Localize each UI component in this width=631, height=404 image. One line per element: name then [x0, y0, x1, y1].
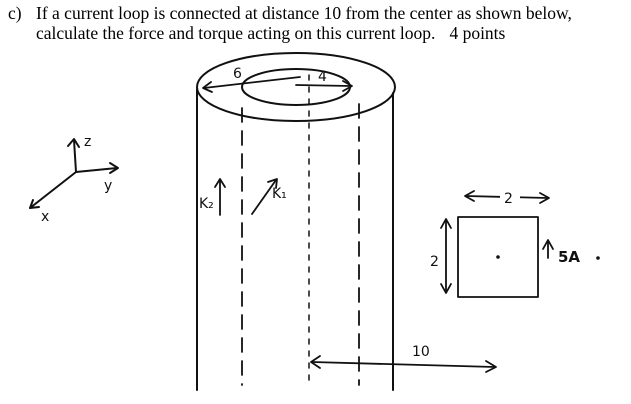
- points-value: 4 points: [449, 23, 506, 43]
- k2-label: K₂: [199, 196, 214, 212]
- loop-width-label-bg: [500, 186, 520, 206]
- x-axis-arrowhead: [29, 199, 40, 209]
- y-axis-label: y: [104, 178, 112, 194]
- z-axis-arrowhead: [67, 138, 80, 148]
- distance-label: 10: [412, 344, 430, 360]
- diameter-dimensions: 6 4: [202, 66, 353, 93]
- current-loop: 2 2 5A: [430, 186, 600, 298]
- question-line-2: calculate the force and torque acting on…: [36, 22, 505, 44]
- loop-width-arrowhead-right: [539, 192, 550, 204]
- z-axis: [73, 139, 77, 173]
- k1-label: K₁: [272, 186, 287, 202]
- k2-arrowhead: [214, 178, 226, 188]
- k1-arrowhead: [267, 178, 278, 189]
- y-axis-arrowhead: [109, 162, 119, 174]
- question-line-1: c) If a current loop is connected at dist…: [8, 2, 572, 24]
- inner-ellipse: [241, 68, 351, 106]
- surface-currents: K₂ K₁: [199, 178, 287, 216]
- distance-arrowhead-left: [310, 355, 321, 369]
- cylinder: [196, 52, 396, 391]
- loop-current-label: 5A: [558, 248, 580, 266]
- loop-height-label-bg: [430, 250, 444, 270]
- loop-height-arrowhead-top: [440, 218, 452, 229]
- loop-height-arrowhead-bottom: [440, 283, 452, 294]
- distance-dimension: 10: [310, 344, 497, 373]
- outer-diameter-arrowhead: [202, 81, 213, 93]
- z-axis-label: z: [84, 134, 91, 150]
- loop-width-label: 2: [504, 191, 513, 207]
- current-loop-center-dot: [496, 255, 500, 259]
- loop-current-dot: [596, 256, 600, 260]
- x-axis-label: x: [41, 209, 49, 225]
- coordinate-axes: z y x: [29, 134, 119, 225]
- k1-arrow: [251, 179, 277, 215]
- outer-diameter-arrow: [203, 76, 301, 89]
- question-label: c): [8, 3, 22, 23]
- inner-diameter-label: 4: [318, 69, 327, 85]
- outer-ellipse: [196, 52, 396, 122]
- loop-current-arrowhead: [542, 239, 554, 250]
- current-loop-square: [457, 216, 539, 298]
- inner-diameter-arrow: [295, 84, 352, 87]
- distance-arrowhead-right: [485, 360, 497, 373]
- outer-diameter-label: 6: [233, 66, 242, 82]
- x-axis: [29, 171, 77, 209]
- loop-height-label: 2: [430, 254, 439, 270]
- question-line-1-text: If a current loop is connected at distan…: [36, 3, 572, 23]
- y-axis: [75, 167, 118, 173]
- distance-arrow-line: [311, 361, 496, 368]
- inner-diameter-arrowhead: [342, 80, 353, 92]
- question-line-2-text: calculate the force and torque acting on…: [36, 23, 436, 43]
- loop-width-arrowhead-left: [464, 190, 475, 202]
